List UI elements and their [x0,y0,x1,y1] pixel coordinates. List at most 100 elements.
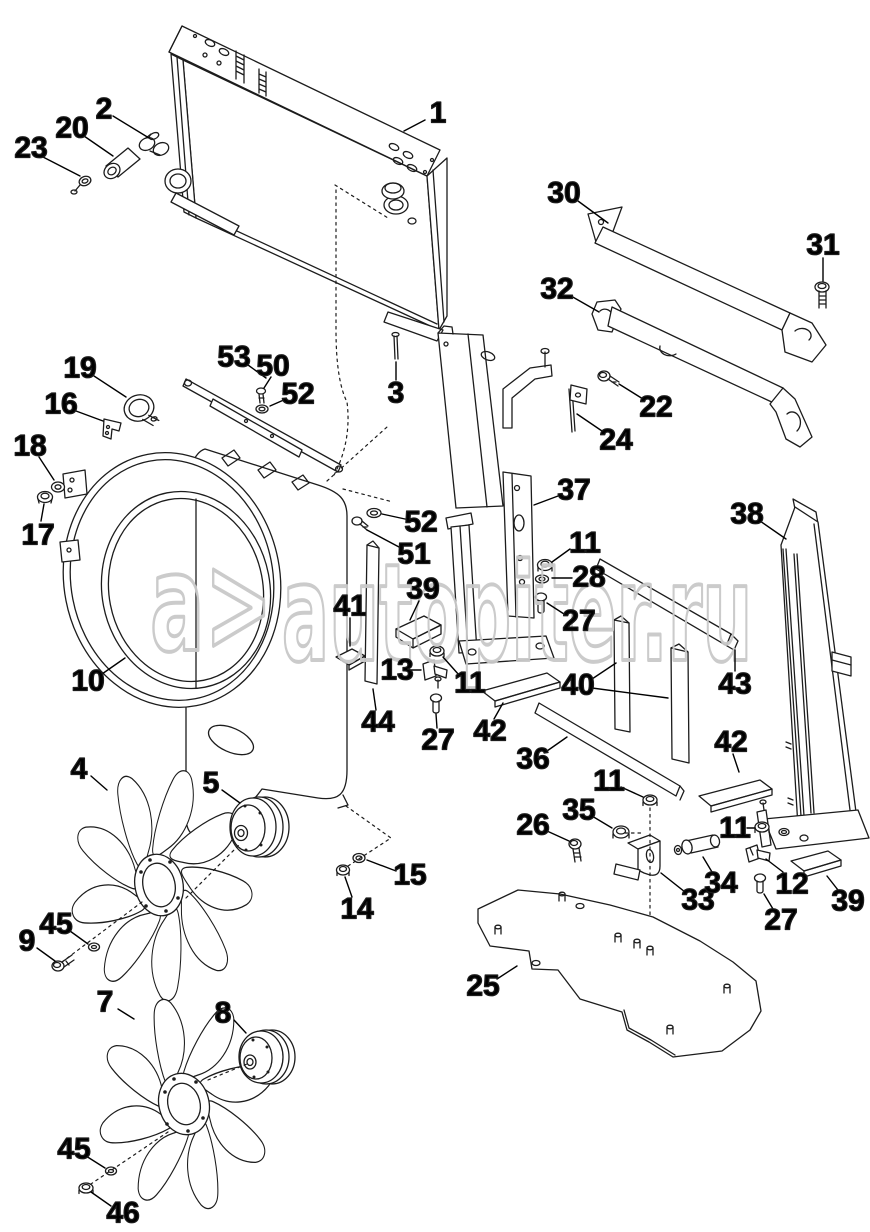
leader-line-45 [85,1155,106,1169]
mount-bracket-38 [756,498,870,850]
part-label-51: 51 [397,538,430,571]
washer-15 [352,852,366,864]
washer-45a [87,942,101,952]
part-label-35: 35 [562,794,595,827]
leader-line-7 [117,1008,135,1020]
leader-line-14 [344,876,353,898]
part-label-45: 45 [39,908,72,941]
part-label-14: 14 [340,893,374,926]
leader-line-23 [42,156,81,177]
part-label-44: 44 [361,706,395,739]
leader-line-50 [263,376,272,389]
seal-pad-42b [698,779,773,813]
washer-18 [50,481,66,493]
nut-11c [642,794,658,807]
leader-line-11 [551,548,571,563]
part-label-37: 37 [557,474,590,507]
fan-shroud [59,448,349,836]
part-label-42: 42 [473,715,506,748]
leader-line-10 [101,657,126,675]
part-label-27: 27 [562,605,595,638]
leader-line-19 [93,375,127,398]
part-label-31: 31 [806,229,839,262]
part-label-27: 27 [764,904,797,937]
leader-line-53 [247,364,267,379]
leader-line-11 [620,786,644,798]
part-label-40: 40 [561,669,594,702]
leader-line-16 [75,410,104,422]
leader-line-40 [591,687,669,699]
leader-line-42 [493,702,504,720]
seal-strip-44 [364,540,380,685]
part-label-7: 7 [97,986,114,1019]
part-label-27: 27 [421,724,454,757]
leader-line-39 [826,875,839,891]
leader-line-20 [83,135,114,157]
bolt-27c [753,873,767,894]
bolt-9 [51,954,75,972]
leader-line-15 [366,859,397,872]
diagram-artwork: a> autopiter.ru 122023303132222435350521… [13,25,870,1230]
part-label-23: 23 [14,132,47,165]
part-label-52: 52 [281,378,314,411]
part-label-18: 18 [13,430,46,463]
fan-8-blade [95,993,277,1215]
leader-line-18 [38,456,55,481]
leader-line-11 [442,656,460,676]
bolt-31 [814,281,830,309]
seal-pad-42a [481,672,561,708]
bolt-50 [255,387,267,404]
nut-11b [429,645,445,658]
part-label-53: 53 [217,341,250,374]
bolt-27b [429,693,443,714]
strip-24 [568,384,588,433]
part-label-46: 46 [106,1197,139,1230]
leader-line-44 [372,688,377,711]
clip-13 [422,659,448,689]
part-label-10: 10 [71,665,104,698]
nut-35 [612,825,630,839]
leader-line-38 [759,520,787,540]
part-label-39: 39 [406,573,439,606]
leader-line-46 [90,1191,112,1207]
leader-line-5 [221,789,241,804]
part-label-30: 30 [547,177,580,210]
bolt-26 [568,838,582,863]
support-strap-upper [587,206,827,363]
plate-studs [494,891,731,1035]
mount-bracket-37 [437,325,555,665]
leader-line-36 [546,736,568,752]
part-label-11: 11 [719,812,751,845]
seal-pad-39b [790,850,842,878]
fan-clutch-8 [238,1029,296,1085]
leader-line-45 [69,930,89,945]
leader-line-17 [40,503,45,522]
part-label-4: 4 [71,753,88,786]
part-label-52: 52 [404,506,437,539]
part-label-22: 22 [639,391,672,424]
bolt-51 [351,516,369,531]
radiator-assembly [164,25,448,342]
part-label-11: 11 [454,667,486,700]
elbow-fitting [138,131,170,157]
part-label-8: 8 [215,997,232,1030]
part-label-11: 11 [569,527,601,560]
nut-14 [335,864,351,877]
part-label-15: 15 [393,859,426,892]
leader-line-2 [112,115,150,139]
washer-45b [104,1166,118,1176]
overflow-spring-studs [235,50,267,97]
leader-line-30 [577,200,609,224]
leader-line-27 [546,602,565,615]
watermark-site: autopiter.ru [282,536,752,693]
leader-line-37 [533,495,559,506]
part-label-43: 43 [718,668,751,701]
washer-28 [534,574,550,584]
leader-line-52 [381,513,406,520]
part-label-39: 39 [831,885,864,918]
hose-clamp [123,394,160,427]
part-label-26: 26 [516,809,549,842]
seal-strips-40 [613,615,690,764]
part-label-12: 12 [775,868,808,901]
